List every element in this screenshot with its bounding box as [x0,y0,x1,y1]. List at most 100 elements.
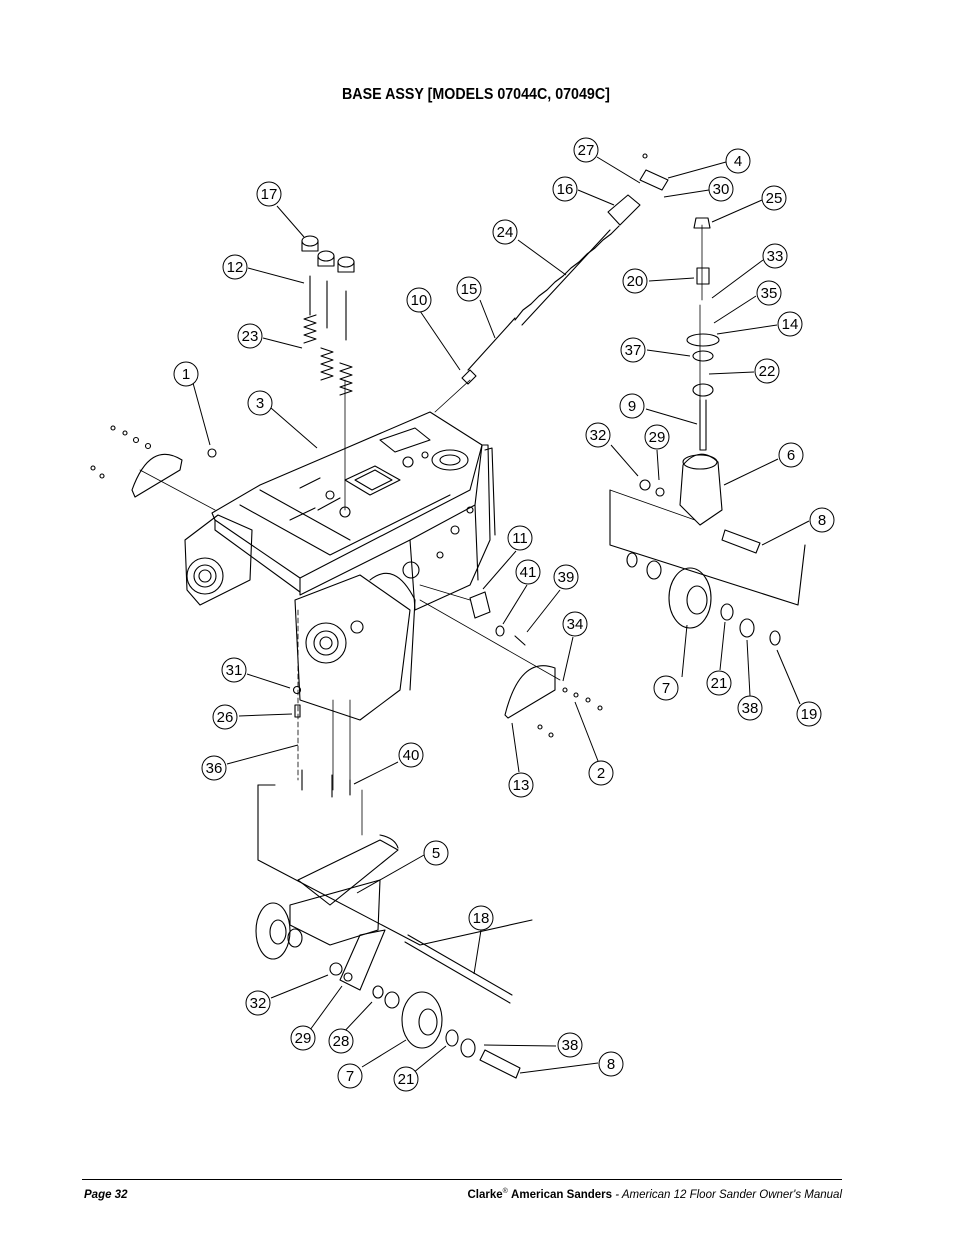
assembly-guide-lines [139,224,703,836]
callout-21-lower: 21 [393,1066,419,1092]
callout-29: 29 [644,424,670,450]
svg-text:41: 41 [520,564,537,581]
callout-27: 27 [573,137,599,163]
callout-39: 39 [553,564,579,590]
callout-18: 18 [468,905,494,931]
callout-41: 41 [515,559,541,585]
svg-text:29: 29 [295,1030,312,1047]
svg-text:36: 36 [206,760,223,777]
svg-text:9: 9 [628,398,636,415]
callout-20: 20 [622,268,648,294]
callout-17: 17 [256,181,282,207]
callout-21: 21 [706,670,732,696]
svg-text:32: 32 [590,427,607,444]
callout-2: 2 [588,760,614,786]
svg-text:38: 38 [742,700,759,717]
callout-8-lower: 8 [598,1051,624,1077]
svg-text:4: 4 [734,153,742,170]
svg-text:11: 11 [512,530,528,547]
cover-plates [131,453,556,719]
svg-text:14: 14 [782,316,799,333]
lower-assembly [255,784,533,1079]
small-hardware [90,153,761,798]
svg-text:39: 39 [558,569,575,586]
svg-text:22: 22 [759,363,776,380]
svg-text:16: 16 [557,181,574,198]
svg-text:8: 8 [607,1056,615,1073]
svg-text:21: 21 [711,675,728,692]
svg-text:27: 27 [578,142,595,159]
svg-text:30: 30 [713,181,730,198]
callout-24: 24 [492,219,518,245]
callout-11: 11 [507,525,533,551]
svg-text:26: 26 [217,709,234,726]
manual-name: - American 12 Floor Sander Owner's Manua… [612,1188,842,1201]
callout-37: 37 [620,337,646,363]
callout-33: 33 [762,243,788,269]
svg-text:19: 19 [801,706,818,723]
callout-36: 36 [201,755,227,781]
callout-14: 14 [777,311,803,337]
registered-mark: ® [502,1188,508,1195]
callout-25: 25 [761,185,787,211]
base-frame [184,411,496,721]
svg-text:8: 8 [818,512,826,529]
callout-13: 13 [508,772,534,798]
svg-text:7: 7 [346,1068,354,1085]
svg-text:7: 7 [662,680,670,697]
upper-wheel-group [609,489,806,646]
svg-text:33: 33 [767,248,784,265]
callout-7: 7 [653,675,679,701]
callout-40: 40 [398,742,424,768]
callout-4: 4 [725,148,751,174]
page-title: BASE ASSY [MODELS 07044C, 07049C] [342,86,610,103]
callout-22: 22 [754,358,780,384]
callout-6: 6 [778,442,804,468]
callout-31: 31 [221,657,247,683]
svg-text:13: 13 [513,777,530,794]
svg-text:18: 18 [473,910,490,927]
callout-30: 30 [708,176,734,202]
page-number: Page 32 [84,1189,128,1201]
svg-text:15: 15 [461,281,478,298]
footer-divider [82,1179,842,1180]
svg-text:1: 1 [182,366,190,383]
svg-text:29: 29 [649,429,666,446]
callout-38-lower: 38 [557,1032,583,1058]
svg-text:40: 40 [403,747,420,764]
svg-text:3: 3 [256,395,264,412]
callout-34: 34 [562,611,588,637]
svg-text:2: 2 [597,765,605,782]
svg-text:24: 24 [497,224,514,241]
svg-text:5: 5 [432,845,440,862]
svg-text:31: 31 [226,662,243,679]
svg-text:6: 6 [787,447,795,464]
callout-5: 5 [423,840,449,866]
svg-text:17: 17 [261,186,278,203]
axle-hardware [469,591,526,646]
callout-9: 9 [619,393,645,419]
callout-12: 12 [222,254,248,280]
callout-38: 38 [737,695,763,721]
callout-15: 15 [456,276,482,302]
callout-10: 10 [406,287,432,313]
svg-text:21: 21 [398,1071,415,1088]
svg-text:25: 25 [766,190,783,207]
callout-16: 16 [552,176,578,202]
callout-1: 1 [173,361,199,387]
svg-text:20: 20 [627,273,644,290]
svg-text:38: 38 [562,1037,579,1054]
callout-3: 3 [247,390,273,416]
callout-28: 28 [328,1028,354,1054]
callout-26: 26 [212,704,238,730]
callout-32: 32 [585,422,611,448]
footer-manual-title: Clarke® American Sanders - American 12 F… [468,1188,843,1201]
callout-7-lower: 7 [337,1063,363,1089]
callout-32-lower: 32 [245,990,271,1016]
callout-29-lower: 29 [290,1025,316,1051]
svg-text:37: 37 [625,342,642,359]
svg-text:35: 35 [761,285,778,302]
callout-35: 35 [756,280,782,306]
callout-8: 8 [809,507,835,533]
